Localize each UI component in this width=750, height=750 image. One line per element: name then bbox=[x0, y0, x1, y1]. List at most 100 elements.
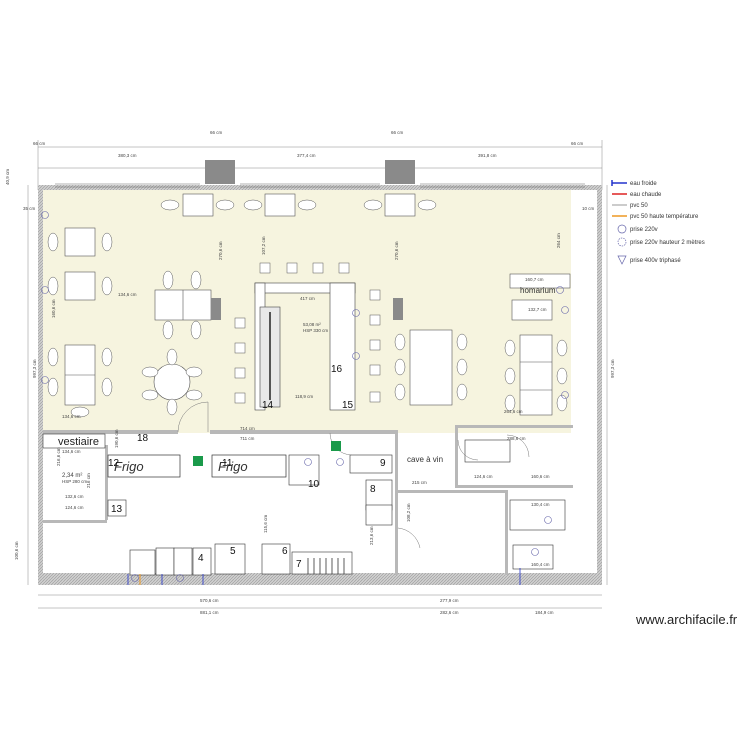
legend: eau froide eau chaude pvc 50 pvc 50 haut… bbox=[611, 180, 705, 265]
legend-pvc-50: pvc 50 bbox=[630, 203, 648, 209]
svg-text:118,9 cm: 118,9 cm bbox=[295, 394, 313, 399]
frigo-2-label: Frigo bbox=[218, 459, 248, 474]
svg-text:132,6 cm: 132,6 cm bbox=[65, 494, 84, 499]
dining-room-floor bbox=[43, 190, 571, 433]
shelving bbox=[307, 558, 345, 574]
svg-text:115,6 cm: 115,6 cm bbox=[263, 515, 268, 533]
number-18: 18 bbox=[137, 433, 149, 444]
frigo-1-label: Frigo bbox=[114, 459, 144, 474]
number-9: 9 bbox=[380, 458, 386, 469]
dining-area-label: 53,08 m² bbox=[303, 322, 321, 327]
cave-label: cave à vin bbox=[407, 455, 443, 464]
dim-bottom-3: 282,6 cm bbox=[440, 610, 459, 615]
dim-side-4: 10 cm bbox=[582, 206, 595, 211]
svg-text:124,6 cm: 124,6 cm bbox=[65, 505, 84, 510]
dim-side-1: 997,3 cm bbox=[32, 359, 37, 378]
dim-top-3: 377,4 cm bbox=[297, 153, 316, 158]
svg-text:160,4 cm: 160,4 cm bbox=[531, 562, 550, 567]
dim-top-0: 66 cm bbox=[33, 141, 46, 146]
side-dimension-lines bbox=[27, 185, 608, 609]
svg-text:108,2 cm: 108,2 cm bbox=[406, 503, 411, 522]
exit-sign bbox=[331, 441, 341, 451]
vestiaire-header bbox=[42, 433, 106, 449]
dining-hsp-label: HSP 330 cm bbox=[303, 328, 328, 333]
pillar bbox=[211, 298, 221, 320]
vestiaire-label: vestiaire bbox=[58, 436, 99, 448]
outlets bbox=[41, 211, 569, 582]
legend-prise-2m: prise 220v hauteur 2 mètres bbox=[630, 240, 705, 246]
legend-prise-400v: prise 400v triphasé bbox=[630, 258, 681, 264]
number-7: 7 bbox=[296, 559, 302, 570]
svg-text:160,6 cm: 160,6 cm bbox=[531, 474, 550, 479]
number-16: 16 bbox=[331, 364, 343, 375]
number-13: 13 bbox=[111, 504, 123, 515]
svg-text:711 cm: 711 cm bbox=[240, 436, 255, 441]
svg-text:190,6 cm: 190,6 cm bbox=[114, 429, 119, 448]
svg-text:124,6 cm: 124,6 cm bbox=[474, 474, 493, 479]
homarium-label: homarium bbox=[520, 286, 556, 295]
homarium-dim: 160,7 cm bbox=[525, 277, 544, 282]
svg-text:160,6 cm: 160,6 cm bbox=[51, 299, 56, 318]
central-counter bbox=[254, 282, 356, 411]
watermark: www.archifacile.fr bbox=[636, 612, 738, 627]
number-5: 5 bbox=[230, 546, 236, 557]
vestiaire-hsp: HSP 280 cm bbox=[62, 479, 87, 484]
vestiaire-area: 2,34 m² bbox=[62, 473, 82, 479]
outlet-icon bbox=[617, 237, 627, 247]
svg-text:107,2 cm: 107,2 cm bbox=[261, 236, 266, 255]
dim-bottom-4: 184,9 cm bbox=[535, 610, 554, 615]
interior-dimensions: 270,6 cm 107,2 cm 270,6 cm 264 cm 134,6 … bbox=[51, 233, 561, 567]
number-4: 4 bbox=[198, 553, 204, 564]
dim-top-6: 66 cm bbox=[571, 141, 584, 146]
pillar bbox=[385, 160, 415, 184]
chairs bbox=[47, 199, 568, 418]
dim-bottom-0: 570,6 cm bbox=[200, 598, 219, 603]
number-6: 6 bbox=[282, 546, 288, 557]
dim-bottom-1: 277,9 cm bbox=[440, 598, 459, 603]
svg-text:264,6 cm: 264,6 cm bbox=[504, 409, 523, 414]
number-15: 15 bbox=[342, 400, 354, 411]
svg-text:270,6 cm: 270,6 cm bbox=[218, 241, 223, 260]
legend-eau-chaude: eau chaude bbox=[630, 192, 662, 198]
svg-text:264 cm: 264 cm bbox=[556, 233, 561, 248]
dim-side-5: 100,6 cm bbox=[14, 541, 19, 560]
svg-text:216,6 cm: 216,6 cm bbox=[56, 447, 61, 466]
svg-text:215 cm: 215 cm bbox=[412, 480, 427, 485]
svg-text:417 cm: 417 cm bbox=[300, 296, 315, 301]
number-11: 11 bbox=[222, 458, 233, 469]
dim-top-2: 66 cm bbox=[210, 130, 223, 135]
frigo-1 bbox=[107, 454, 181, 478]
dim-bottom-2: 881,1 cm bbox=[200, 610, 219, 615]
dining-furniture bbox=[64, 193, 571, 416]
legend-eau-froide: eau froide bbox=[630, 181, 657, 187]
plumbing-bottom bbox=[127, 568, 521, 585]
svg-text:216 cm: 216 cm bbox=[86, 473, 91, 488]
number-10: 10 bbox=[308, 479, 320, 490]
partition-walls bbox=[43, 425, 573, 575]
svg-text:714 cm: 714 cm bbox=[240, 426, 255, 431]
svg-text:288,6 cm: 288,6 cm bbox=[507, 436, 526, 441]
dim-side-3: 35 cm bbox=[23, 206, 36, 211]
svg-text:213,6 cm: 213,6 cm bbox=[369, 526, 374, 545]
frigo-2 bbox=[211, 454, 287, 478]
number-12: 12 bbox=[108, 458, 120, 469]
right-wall-gap bbox=[571, 190, 597, 573]
kitchen-equipment bbox=[107, 439, 566, 576]
top-dimension-lines bbox=[37, 140, 603, 190]
number-8: 8 bbox=[370, 484, 376, 495]
svg-text:134,6 cm: 134,6 cm bbox=[62, 449, 81, 454]
windows-top bbox=[55, 183, 585, 188]
dim-side-0: 40,9 cm bbox=[5, 169, 10, 185]
svg-text:130,4 cm: 130,4 cm bbox=[531, 502, 550, 507]
pillar bbox=[205, 160, 235, 184]
number-14: 14 bbox=[262, 400, 274, 411]
svg-text:132,7 cm: 132,7 cm bbox=[528, 307, 547, 312]
outlet-icon bbox=[617, 224, 627, 234]
dim-side-2: 997,3 cm bbox=[610, 359, 615, 378]
dim-top-5: 391,8 cm bbox=[478, 153, 497, 158]
exit-sign bbox=[193, 456, 203, 466]
legend-prise-220v: prise 220v bbox=[630, 227, 658, 233]
dim-top-1: 380,3 cm bbox=[118, 153, 137, 158]
equipment-numbers: 14 15 16 18 12 11 10 9 8 13 4 5 6 7 bbox=[108, 364, 386, 570]
